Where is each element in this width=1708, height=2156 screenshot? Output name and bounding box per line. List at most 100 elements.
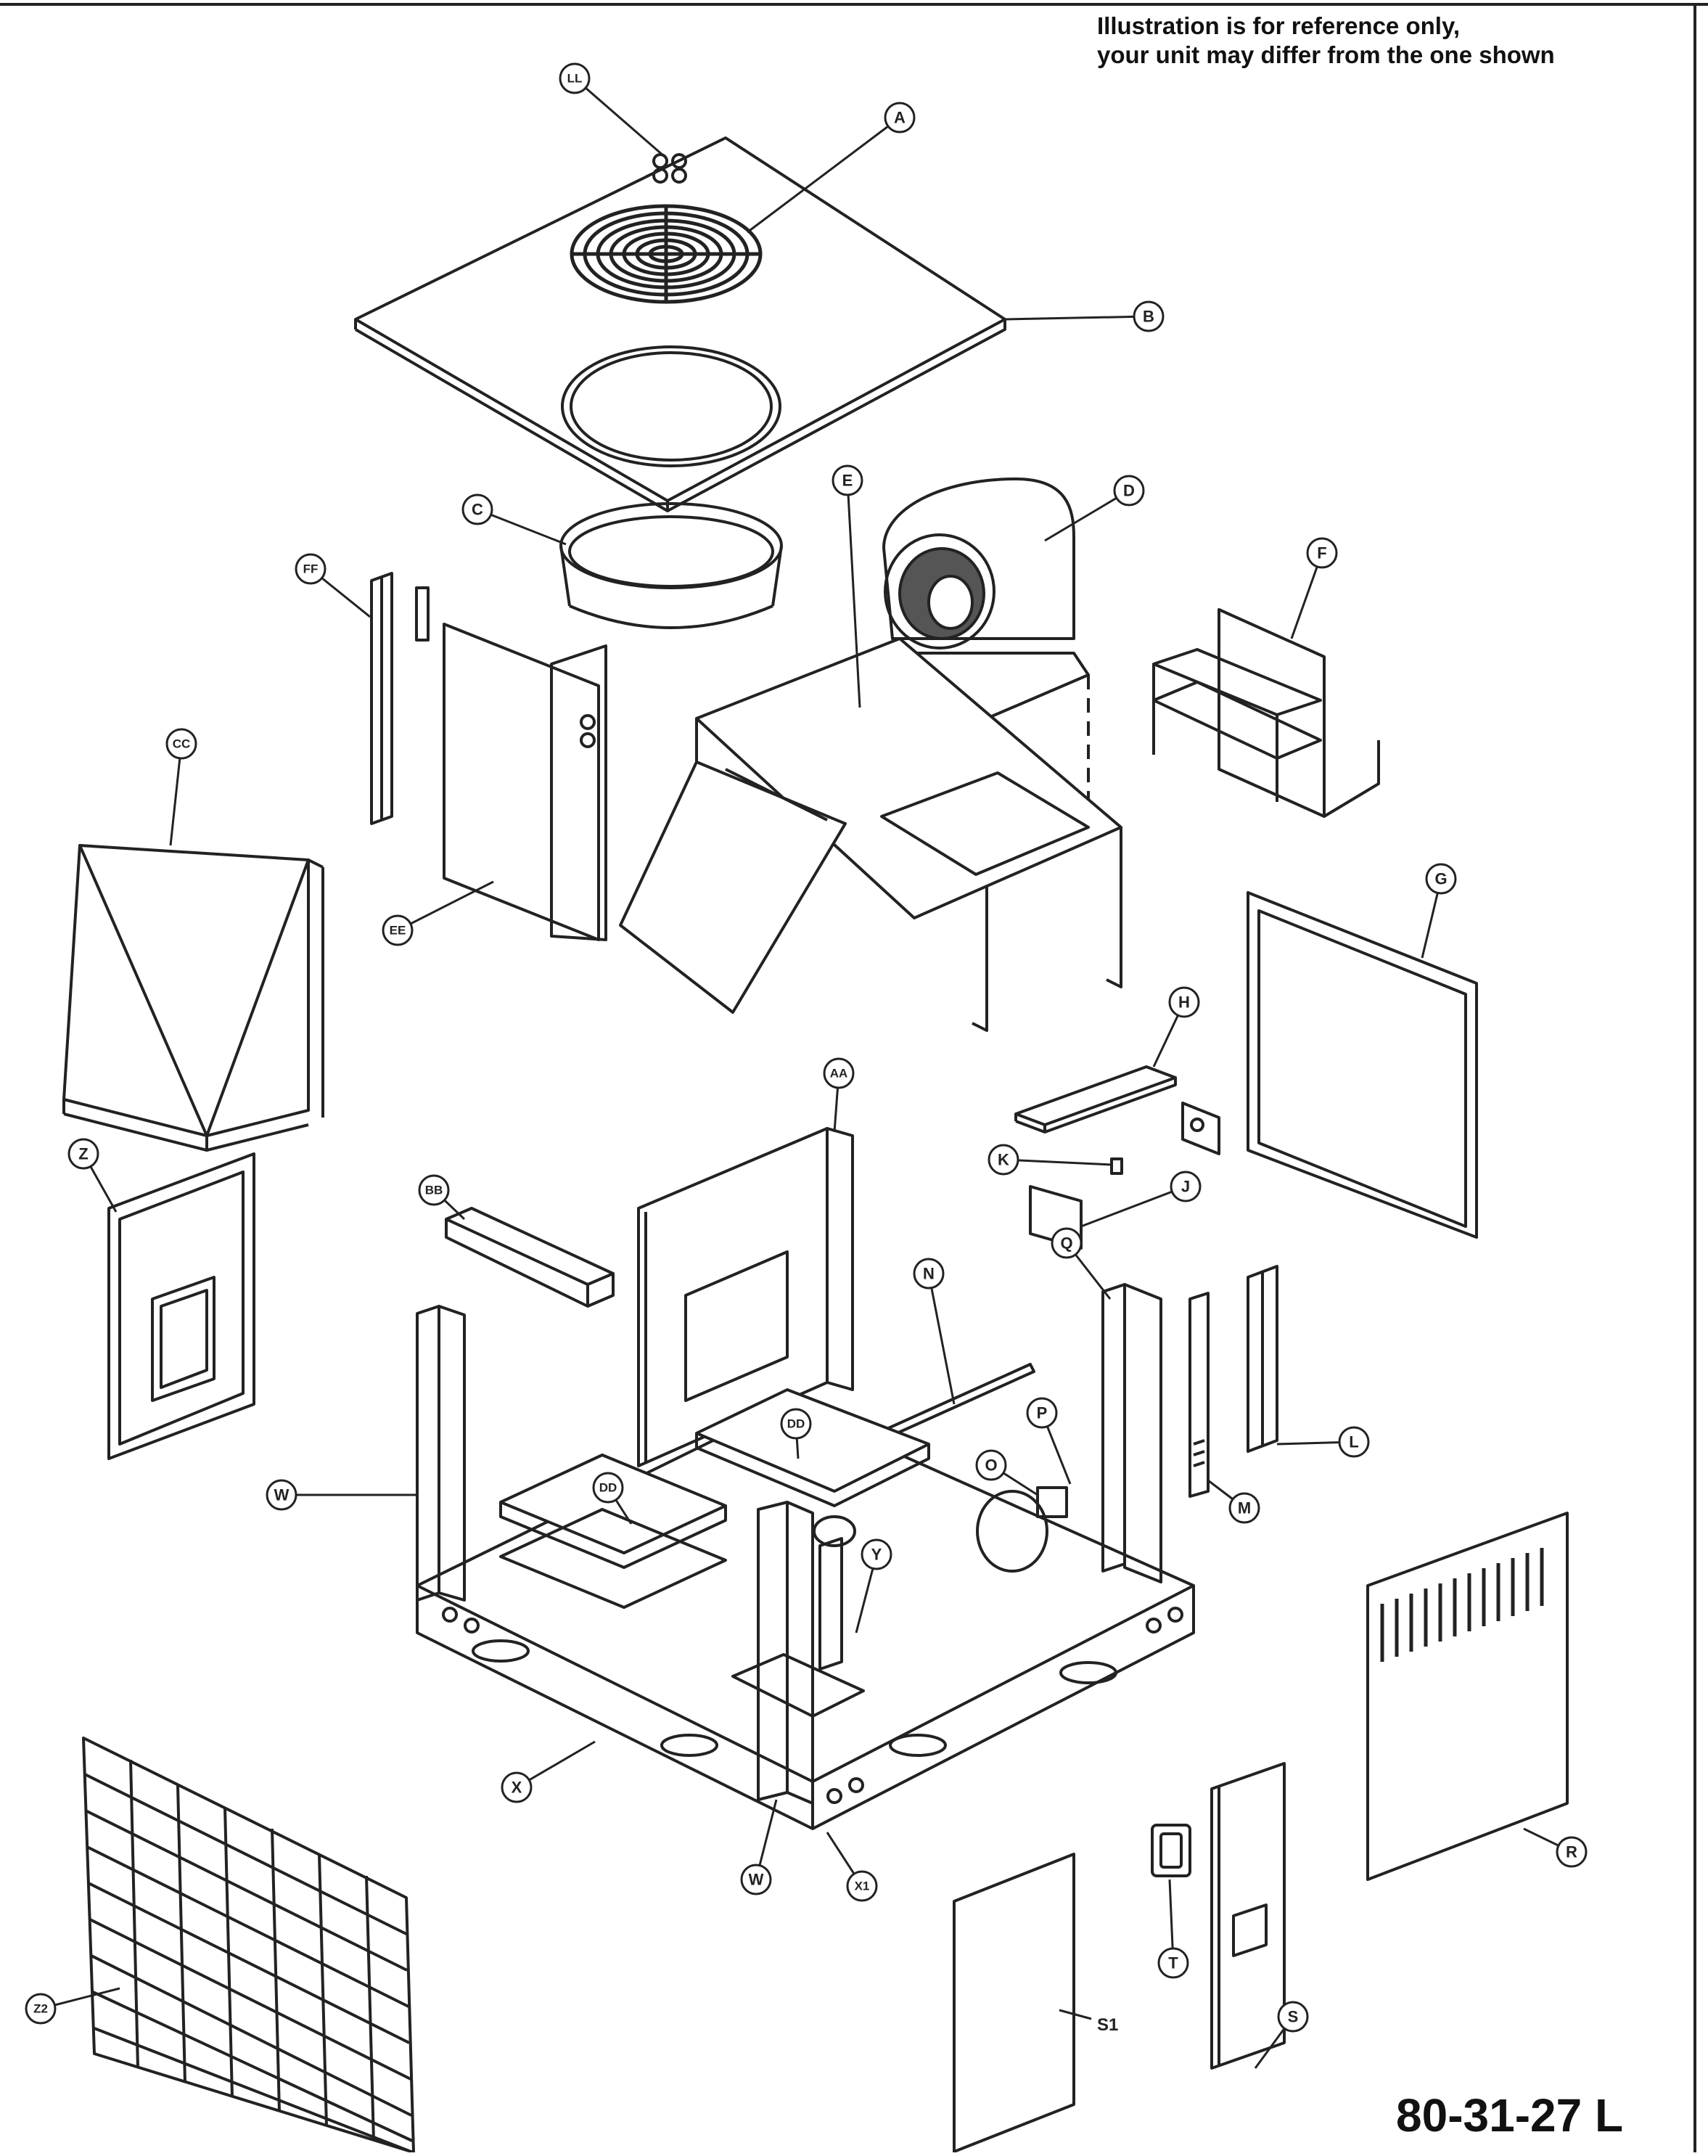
- callout-p: P: [1026, 1397, 1058, 1429]
- top-panel: [354, 136, 1006, 512]
- orifice-ring: [559, 502, 783, 629]
- callout-label: O: [985, 1456, 997, 1475]
- callout-f: F: [1306, 537, 1338, 569]
- callout-circle: [832, 464, 863, 496]
- callout-label: T: [1168, 1954, 1178, 1972]
- panel-m: [1188, 1292, 1210, 1498]
- callout-z: Z: [67, 1138, 99, 1170]
- callout-circle: [592, 1472, 624, 1504]
- callout-w1: W: [266, 1479, 297, 1511]
- callout-label: Z: [78, 1145, 88, 1163]
- callout-label: DD: [787, 1417, 805, 1431]
- corner-post-top: [370, 572, 430, 825]
- callout-circle: [266, 1479, 297, 1511]
- rail-n: [884, 1363, 1035, 1438]
- fan-guard: [570, 204, 763, 304]
- callout-label: AA: [830, 1067, 848, 1081]
- callout-d: D: [1113, 475, 1145, 507]
- leader-lines: [40, 77, 1572, 2069]
- callout-circle: [780, 1408, 812, 1440]
- leader-ee: [397, 880, 494, 932]
- leader-e: [846, 480, 861, 708]
- callout-circle: [1026, 1397, 1058, 1429]
- callout-circle: [382, 914, 414, 946]
- leader-ll: [574, 77, 665, 157]
- callout-label: BB: [425, 1184, 443, 1197]
- callout-label: A: [894, 109, 906, 127]
- callout-k: K: [988, 1144, 1019, 1176]
- callout-circle: [846, 1870, 878, 1902]
- callout-circle: [1051, 1227, 1083, 1259]
- callout-circle: [1306, 537, 1338, 569]
- leader-b: [1004, 315, 1149, 321]
- callout-circle: [1113, 475, 1145, 507]
- callout-label: P: [1037, 1404, 1048, 1422]
- reference-note: Illustration is for reference only, your…: [1097, 12, 1692, 70]
- side-panel-z: [107, 1152, 255, 1460]
- callout-e: E: [832, 464, 863, 496]
- callout-label: X: [512, 1779, 522, 1797]
- callout-circle: [295, 553, 327, 585]
- callout-z2: Z2: [25, 1993, 57, 2025]
- callout-g: G: [1425, 863, 1457, 895]
- callout-y: Y: [861, 1538, 892, 1570]
- callout-circle: [861, 1538, 892, 1570]
- callout-circle: [975, 1449, 1007, 1481]
- hardware-fasteners: [652, 153, 687, 184]
- callout-circle: [988, 1144, 1019, 1176]
- callout-circle: [1157, 1947, 1189, 1979]
- callout-label: M: [1238, 1499, 1251, 1517]
- callout-bb: BB: [418, 1174, 450, 1206]
- callout-circle: [1168, 986, 1200, 1018]
- leader-j: [1080, 1185, 1186, 1228]
- baffle: [1014, 1065, 1177, 1134]
- leader-k: [1003, 1158, 1112, 1166]
- callout-j: J: [1170, 1171, 1202, 1202]
- callout-circle: [823, 1057, 855, 1089]
- callout-t: T: [1157, 1947, 1189, 1979]
- blower-assembly: [869, 477, 1090, 820]
- callout-label: N: [923, 1265, 935, 1283]
- callout-label: E: [842, 472, 853, 490]
- callout-circle: [884, 102, 916, 134]
- callout-q: Q: [1051, 1227, 1083, 1259]
- callout-label: B: [1143, 308, 1154, 326]
- callout-h: H: [1168, 986, 1200, 1018]
- callout-label: H: [1178, 993, 1190, 1012]
- callout-b: B: [1133, 300, 1165, 332]
- leader-a: [747, 116, 900, 234]
- callout-label: L: [1349, 1433, 1358, 1451]
- callout-circle: [25, 1993, 57, 2025]
- callout-circle: [1338, 1426, 1370, 1458]
- callout-circle: [1170, 1171, 1202, 1202]
- label-s1: S1: [1097, 2015, 1118, 2035]
- leader-s1: [1059, 2009, 1092, 2020]
- callout-l: L: [1338, 1426, 1370, 1458]
- callout-w2: W: [740, 1864, 772, 1895]
- callout-circle: [1133, 300, 1165, 332]
- callout-label: J: [1181, 1178, 1190, 1196]
- callout-label: EE: [390, 924, 406, 938]
- callout-ll: LL: [559, 62, 591, 94]
- callout-label: G: [1434, 870, 1447, 888]
- callout-dd1: DD: [592, 1472, 624, 1504]
- callout-label: K: [998, 1151, 1009, 1169]
- callout-circle: [1425, 863, 1457, 895]
- callout-label: DD: [599, 1481, 617, 1495]
- callout-label: C: [472, 501, 483, 519]
- callout-circle: [913, 1258, 945, 1290]
- coil-guard-grille: [82, 1737, 415, 2154]
- callout-ff: FF: [295, 553, 327, 585]
- callout-circle: [67, 1138, 99, 1170]
- callout-circle: [501, 1771, 533, 1803]
- divider-panel: [443, 623, 607, 941]
- inner-panel: [637, 1127, 854, 1467]
- callout-ee: EE: [382, 914, 414, 946]
- louvered-panel: [1366, 1512, 1569, 1881]
- callout-label: Z2: [33, 2002, 48, 2016]
- post-l: [1247, 1265, 1278, 1453]
- leader-n: [927, 1273, 956, 1405]
